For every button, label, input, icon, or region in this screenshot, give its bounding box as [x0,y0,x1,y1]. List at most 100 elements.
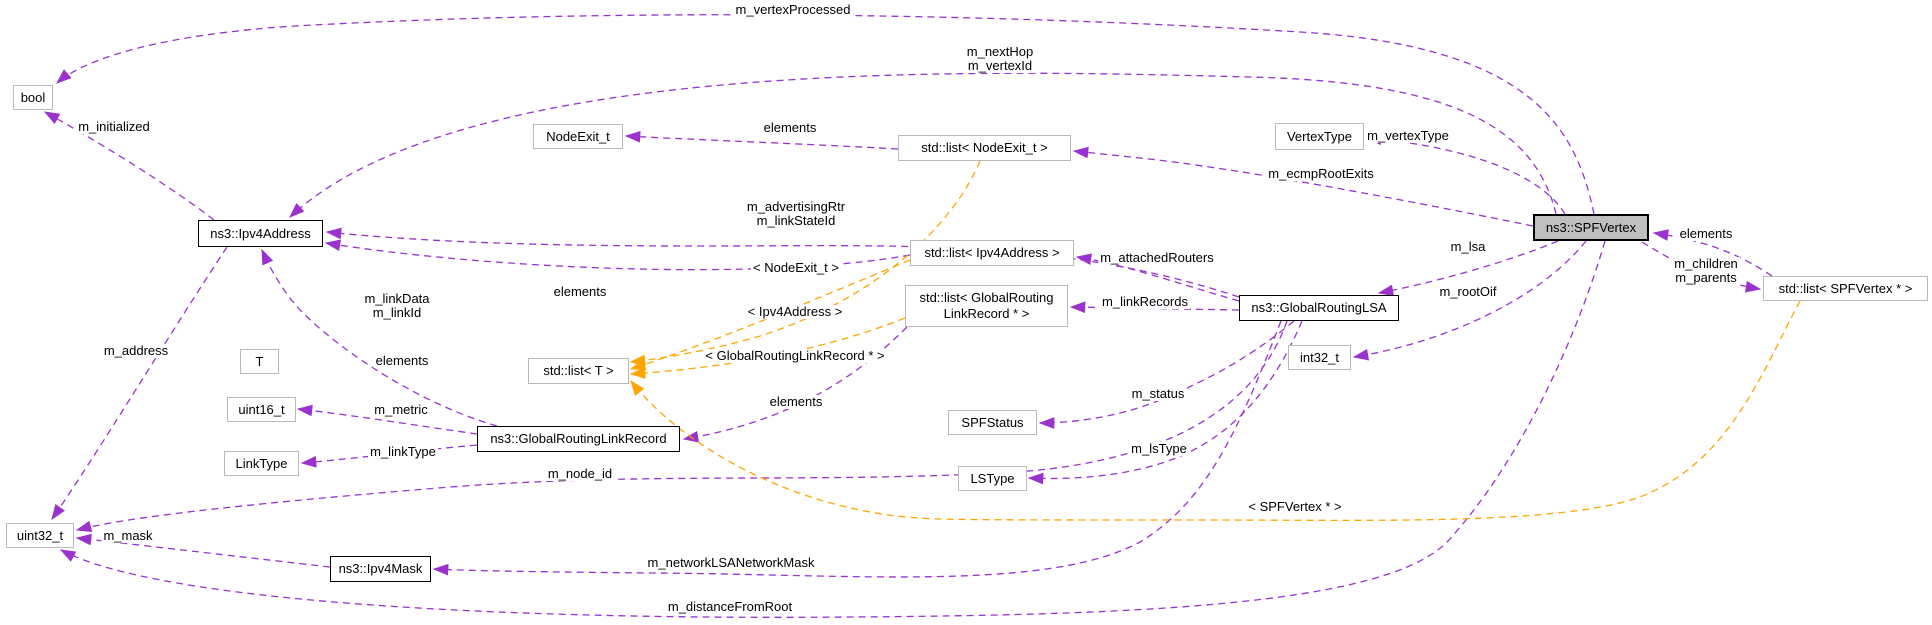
edge-label-tmpl-grlr: < GlobalRoutingLinkRecord * > [703,347,887,364]
node-nodeexit: NodeExit_t [533,124,623,149]
edge-label-line: elements [763,119,817,135]
edge-label-tmpl-ipv4address: < Ipv4Address > [745,303,845,320]
node-label: uint32_t [16,527,64,543]
edge-m-initialized [43,111,215,221]
edge-label-line: < SPFVertex * > [1248,498,1342,514]
edge-label-m-lsa: m_lsa [1448,238,1488,255]
edge-m-distancefromroot [59,240,1606,618]
edge-label-m-distancefromroot: m_distanceFromRoot [665,598,795,615]
edge-m-metric [296,404,478,435]
edge-label-m-address: m_address [101,342,171,359]
edge-label-m-ecmprootexits: m_ecmpRootExits [1266,165,1376,182]
edge-label-m-vertexprocessed: m_vertexProcessed [733,1,853,18]
node-ipv4mask[interactable]: ns3::Ipv4Mask [330,556,431,582]
node-lsa[interactable]: ns3::GlobalRoutingLSA [1239,295,1399,321]
edge-label-line: m_lsa [1450,238,1486,254]
edge-label-m-vertextype: m_vertexType [1365,128,1451,144]
edge-m-node-id [75,320,1288,533]
node-label: ns3::Ipv4Address [210,225,311,241]
edge-label-line: m_ecmpRootExits [1268,165,1374,181]
node-label: std::list< T > [543,363,614,379]
edge-label-line: < GlobalRoutingLinkRecord * > [705,347,885,363]
node-label: uint16_t [238,401,285,417]
edge-tmpl-grlr [629,317,906,379]
node-spfvertex[interactable]: ns3::SPFVertex [1533,214,1649,241]
edge-label-line: m_linkRecords [1102,293,1188,309]
edge-label-elements-ipv4: elements [551,283,609,300]
edge-label-line: m_children [1674,255,1738,271]
edge-m-rootoif [1352,240,1587,361]
node-grlr[interactable]: ns3::GlobalRoutingLinkRecord [477,426,680,452]
node-vertextype: VertexType [1275,123,1364,150]
edge-label-line: m_distanceFromRoot [667,598,793,614]
node-bool: bool [13,85,53,110]
edge-m-linkdata-linkid [261,248,498,427]
edge-label-line: m_advertisingRtr [746,198,846,214]
node-label: NodeExit_t [546,128,610,144]
node-label: int32_t [1299,349,1340,365]
edge-label-line: m_lsType [1131,440,1187,456]
edge-label-m-node-id: m_node_id [545,465,615,482]
edge-label-line: < NodeExit_t > [753,259,839,275]
edge-label-line: m_attachedRouters [1100,249,1214,265]
edge-m-address [51,246,228,521]
edge-m-vertexprocessed [56,14,1595,215]
node-label: std::list< Ipv4Address > [924,245,1060,261]
node-label: std::list< SPFVertex * > [1778,280,1913,296]
edge-label-m-linktype: m_linkType [368,444,438,460]
edge-label-line: m_initialized [78,118,150,134]
node-label: SPFStatus [961,414,1024,430]
node-label: T [255,353,264,369]
node-label: VertexType [1286,128,1353,144]
edge-m-lstype [1027,320,1303,485]
edge-label-line: m_vertexProcessed [735,1,851,17]
edge-label-m-linkrecords: m_linkRecords [1100,293,1190,310]
node-spfstatus: SPFStatus [948,410,1037,435]
node-label: std::list< GlobalRouting [919,290,1054,306]
edge-label-m-lstype: m_lsType [1129,440,1189,457]
edge-label-line: elements [769,393,823,409]
edge-label-line: m_mask [103,527,153,543]
edge-label-m-rootoif: m_rootOif [1437,284,1499,300]
edge-label-m-initialized: m_initialized [76,118,152,135]
node-list-t: std::list< T > [528,358,629,384]
edge-elements-spf [1652,229,1773,277]
node-list-spf: std::list< SPFVertex * > [1763,276,1928,301]
edge-label-line: m_metric [374,401,428,417]
edge-label-line: elements [553,283,607,299]
node-label: ns3::SPFVertex [1545,219,1637,235]
edge-label-m-networklsamask: m_networkLSANetworkMask [645,554,817,571]
edge-label-m-metric: m_metric [372,401,430,418]
edge-label-line: < Ipv4Address > [747,303,843,319]
edge-label-line: m_node_id [547,465,613,481]
edge-m-nexthop-vertexid [289,72,1557,218]
edge-tmpl-spfvertex [630,300,1801,521]
edge-label-line: m_linkStateId [756,213,836,228]
node-int32: int32_t [1288,345,1351,370]
edge-label-line: m_address [103,342,169,358]
edge-elements-nodeexit [624,130,899,150]
edge-label-m-attachedrouters: m_attachedRouters [1098,249,1216,266]
edge-m-networklsamask [432,320,1282,578]
node-label: ns3::GlobalRoutingLinkRecord [490,431,667,447]
node-label: ns3::GlobalRoutingLSA [1251,300,1387,316]
node-list-nodeexit: std::list< NodeExit_t > [898,135,1071,161]
edge-tmpl-nodeexit [629,160,981,367]
edge-label-line: m_parents [1675,270,1737,285]
edge-label-line: m_linkData [364,290,430,306]
edge-label-elements-spf: elements [1677,226,1735,242]
node-uint16: uint16_t [227,397,296,422]
edge-m-ecmprootexits [1072,146,1534,227]
node-ipv4address[interactable]: ns3::Ipv4Address [198,220,323,247]
edge-label-elements-grlr: elements [767,393,825,410]
edge-label-elements-t: elements [373,353,431,369]
edge-label-line: m_networkLSANetworkMask [647,554,815,570]
edge-label-m-mask: m_mask [101,527,155,544]
edge-label-elements-nodeexit: elements [761,119,819,136]
edge-elements-ipv4 [324,239,911,271]
